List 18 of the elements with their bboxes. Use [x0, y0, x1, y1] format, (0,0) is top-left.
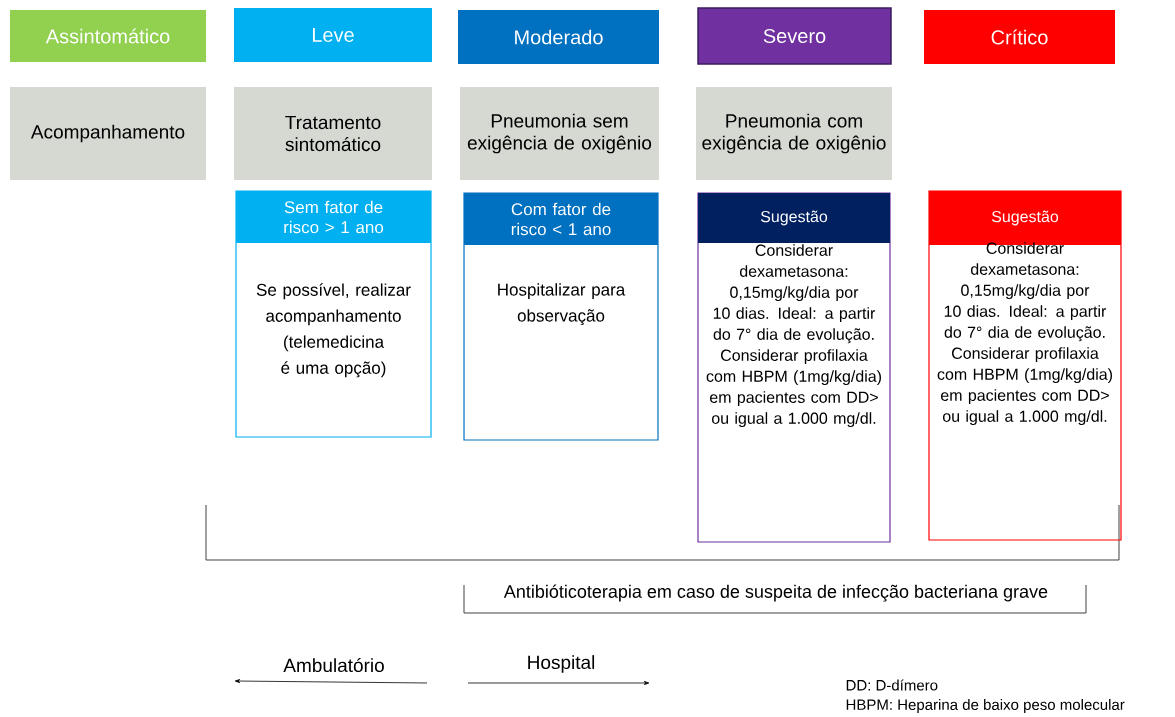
zone-label: Ambulatório	[283, 657, 384, 673]
recommendation-card: Sugestão Considerar dexametasona: 0,15mg/kg/dia por 10 dias. Ideal: a partir do 7° dia de evolução. Considerar profilaxia com HBPM (1mg/kg/dia) em pacientes com DD> ou igual a 1.000 mg/dl.	[697, 192, 891, 543]
category-box: Tratamento sintomático	[234, 87, 432, 180]
severity-header: Moderado	[458, 10, 659, 64]
footnote: HBPM: Heparina de baixo peso molecular	[846, 699, 1125, 713]
category-box: Pneumonia com exigência de oxigênio	[696, 87, 892, 180]
category-box: Pneumonia sem exigência de oxigênio	[460, 87, 659, 180]
severity-header: Leve	[234, 8, 432, 62]
recommendation-card: Sugestão Considerar dexametasona: 0,15mg/kg/dia por 10 dias. Ideal: a partir do 7° dia de evolução. Considerar profilaxia com HBPM (1mg/kg/dia) em pacientes com DD> ou igual a 1.000 mg/dl.	[928, 190, 1122, 541]
footnote: DD: D-dímero	[846, 679, 938, 691]
zone-label: Hospital	[528, 655, 595, 673]
label-text: Antibióticoterapia em caso de suspeita de infecção bacteriana grave	[501, 582, 1051, 604]
severity-header: Assintomático	[10, 10, 206, 62]
severity-header: Crítico	[924, 10, 1115, 64]
recommendation-card: Sem fator de risco > 1 ano Se possível, realizar acompanhamento (telemedicina é uma opção)	[235, 190, 432, 438]
category-box: Acompanhamento	[10, 87, 206, 180]
severity-header: Severo	[697, 7, 892, 65]
recommendation-card: Com fator de risco < 1 ano Hospitalizar para observação	[463, 192, 659, 441]
